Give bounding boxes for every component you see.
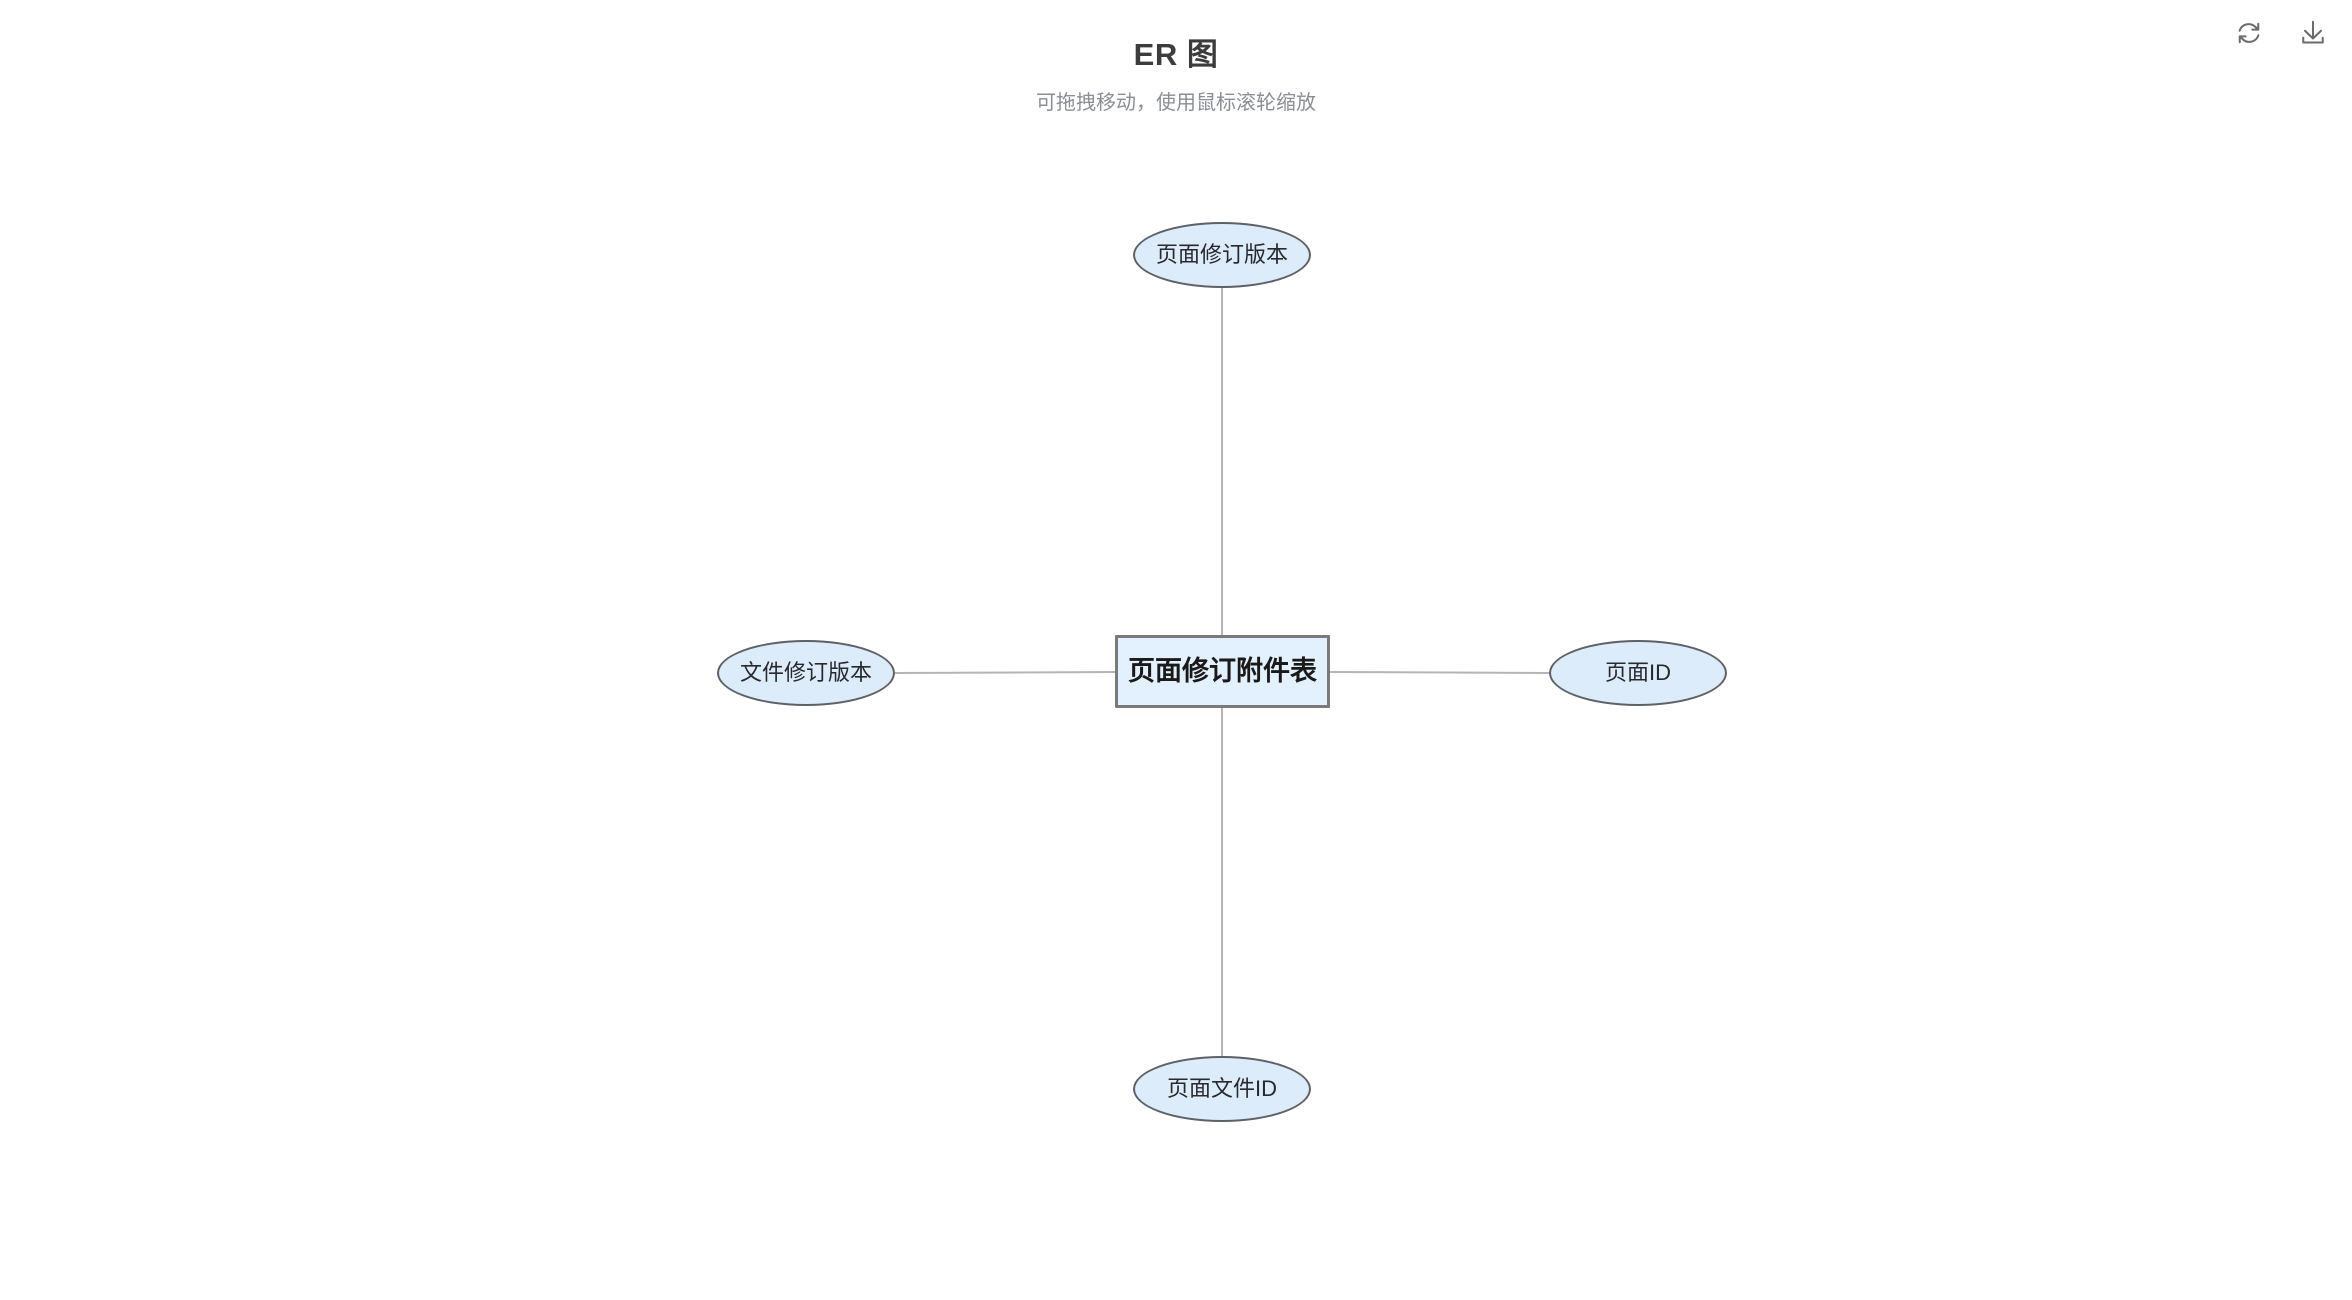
diagram-toolbar (2228, 12, 2334, 54)
attribute-node-attr-page-file-id[interactable]: 页面文件ID (1133, 1056, 1311, 1122)
download-icon (2298, 18, 2328, 48)
node-label: 页面修订版本 (1155, 242, 1288, 267)
node-label: 文件修订版本 (739, 660, 872, 685)
node-label: 页面文件ID (1166, 1076, 1277, 1101)
download-button[interactable] (2292, 12, 2334, 54)
edge-entity-main-to-attr-page-id (1329, 671, 1550, 674)
reset-view-button[interactable] (2228, 12, 2270, 54)
node-label: 页面ID (1604, 660, 1671, 685)
refresh-icon (2234, 18, 2264, 48)
attribute-node-attr-page-revision-version[interactable]: 页面修订版本 (1133, 222, 1311, 288)
node-label: 页面修订附件表 (1128, 656, 1317, 686)
attribute-node-attr-page-id[interactable]: 页面ID (1549, 640, 1727, 706)
edge-entity-main-to-attr-file-revision-version (894, 671, 1116, 674)
entity-node-entity-main[interactable]: 页面修订附件表 (1115, 635, 1330, 708)
attribute-node-attr-file-revision-version[interactable]: 文件修订版本 (717, 640, 895, 706)
